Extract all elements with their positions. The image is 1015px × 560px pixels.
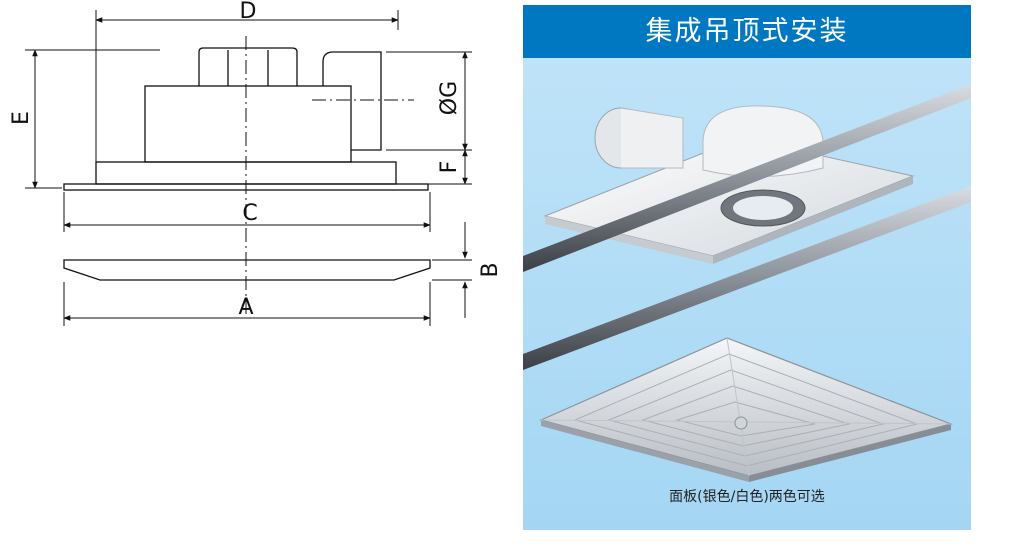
ceiling-rails [523,84,971,370]
fan-body-side-view [63,47,431,281]
label-f: F [437,161,462,174]
label-c: C [242,201,257,226]
ceiling-fan-illustration [523,84,971,482]
label-b: B [478,262,503,277]
dimension-drawing: D E C A B ØG F [9,0,503,326]
grille-panel-illustration [539,337,953,482]
motor-cap [198,47,298,86]
duct-outlet [322,51,382,151]
installation-panel: 集成吊顶式安装 [523,5,971,530]
panel-illustration: 面板(银色/白色)两色可选 [523,58,971,530]
fan-housing [144,85,352,163]
label-e: E [9,111,34,125]
ceiling-rail [523,186,971,370]
grille-center-logo [734,416,748,430]
grille-panel [63,259,431,281]
panel-caption: 面板(银色/白色)两色可选 [669,489,825,505]
dimension-lines [25,10,472,326]
label-d: D [240,0,257,24]
center-lines [245,36,414,315]
ceiling-rail [523,84,971,272]
panel-title: 集成吊顶式安装 [523,5,971,58]
label-g: ØG [437,81,462,115]
label-a: A [238,295,253,320]
